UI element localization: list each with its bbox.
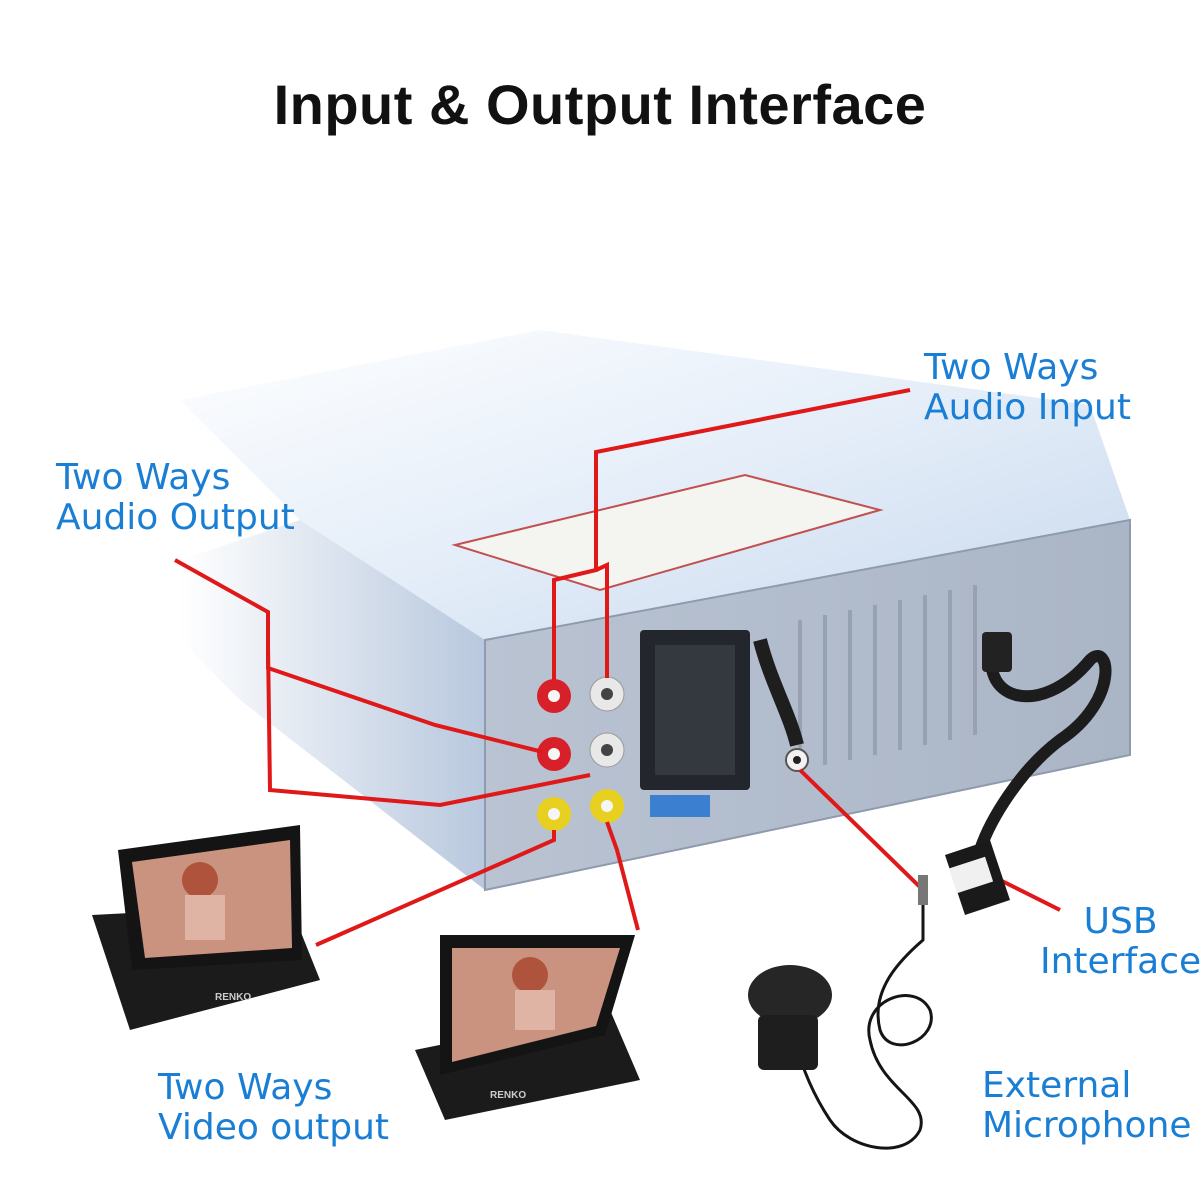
radio-rear-panel — [484, 518, 1131, 892]
car-radio-unit — [180, 330, 1131, 892]
label-audio-output: Two Ways Audio Output — [56, 458, 295, 538]
line-video-output-1 — [315, 830, 556, 947]
monitor-2: RENKO — [415, 935, 640, 1120]
mic-clip — [758, 1015, 818, 1070]
label-usb: USB Interface — [1040, 902, 1200, 982]
label-usb-line1: USB — [1083, 901, 1158, 942]
label-video-output: Two Ways Video output — [158, 1068, 389, 1148]
line-usb — [999, 878, 1061, 912]
radio-top-panel — [180, 330, 1130, 640]
label-audio-output-line2: Audio Output — [56, 497, 295, 538]
connector-lines — [174, 388, 1061, 947]
monitor-1-brand: RENKO — [215, 992, 251, 1003]
mic-head — [748, 965, 832, 1025]
rear-label-sticker — [451, 473, 884, 592]
label-audio-output-line1: Two Ways — [56, 457, 231, 498]
label-audio-input-line2: Audio Input — [924, 387, 1131, 428]
monitor-1: RENKO — [92, 825, 320, 1030]
monitor-2-brand: RENKO — [490, 1090, 526, 1101]
label-microphone-line1: External — [982, 1065, 1132, 1106]
usb-port-jack — [982, 632, 1012, 672]
label-audio-input-line1: Two Ways — [924, 347, 1099, 388]
label-audio-input: Two Ways Audio Input — [924, 348, 1131, 428]
line-video-output-2 — [605, 821, 640, 931]
label-video-output-line2: Video output — [158, 1107, 390, 1148]
line-microphone — [798, 768, 925, 892]
label-microphone-line2: Microphone — [982, 1105, 1192, 1146]
external-microphone — [748, 875, 933, 1150]
label-usb-line2: Interface — [1040, 941, 1200, 982]
label-microphone: External Microphone — [982, 1066, 1192, 1146]
page-title: Input & Output Interface — [273, 73, 927, 136]
usb-connector — [945, 840, 1010, 915]
fuse — [650, 795, 710, 817]
heat-sink — [798, 585, 977, 770]
label-video-output-line1: Two Ways — [158, 1067, 333, 1108]
radio-side-panel — [180, 520, 485, 890]
